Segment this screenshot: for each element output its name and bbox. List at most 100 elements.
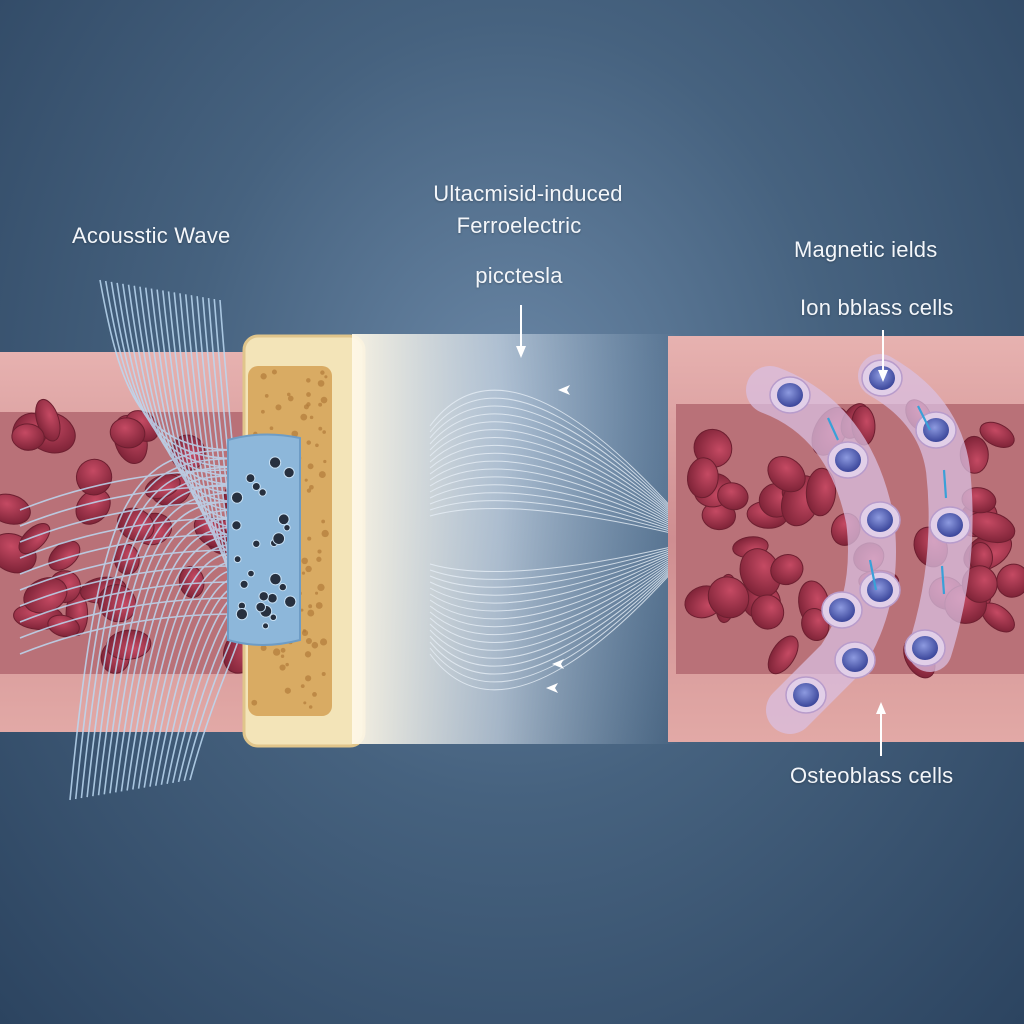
bone-pore: [317, 549, 322, 554]
cell-nucleus: [829, 598, 855, 622]
acoustic-line: [149, 569, 237, 787]
blood-cell: [717, 482, 749, 511]
field-line: [429, 444, 701, 541]
transducer-hole: [261, 622, 270, 630]
transducer-holes: [230, 456, 297, 630]
bone-pore: [261, 409, 265, 414]
bone-pore: [316, 556, 322, 562]
acoustic-line: [19, 565, 237, 607]
osteoblast-chain-right: [858, 354, 973, 672]
field-line: [429, 405, 701, 541]
transducer-hole: [284, 595, 297, 608]
osteoblast-cells-label: Osteoblass cells: [790, 763, 954, 788]
field-line: [429, 539, 701, 691]
bone-pore: [269, 426, 274, 431]
bone-pore: [304, 651, 312, 658]
ferroelectric-label-line1: Ultacmisid-induced: [433, 181, 623, 206]
blood-cell: [707, 576, 750, 619]
acoustic-line: [19, 549, 237, 591]
cell-nucleus: [777, 383, 803, 407]
bone-pore: [301, 629, 309, 637]
acoustic-line: [19, 597, 237, 639]
ion-arrow: [868, 559, 878, 591]
bone-pore: [286, 392, 291, 397]
acoustic-line: [110, 281, 237, 468]
field-line: [429, 389, 701, 541]
bone-pore: [318, 471, 326, 479]
bone-pore: [321, 671, 326, 676]
field-arrowheads: [546, 385, 570, 693]
bone-pore: [317, 583, 325, 592]
field-line: [429, 539, 701, 651]
field-line: [429, 539, 701, 675]
blood-cell: [996, 563, 1024, 598]
field-line: [429, 492, 701, 541]
ion-flow-arrows: [826, 405, 948, 595]
transducer-hole: [231, 520, 242, 531]
bone-pore: [300, 413, 308, 421]
transducer-hole: [233, 555, 242, 564]
field-line: [429, 539, 701, 667]
field-line: [429, 539, 701, 612]
field-line: [429, 539, 701, 659]
acoustic-line: [19, 469, 237, 511]
blood-cell: [767, 635, 799, 675]
bone-pore: [301, 557, 308, 565]
transducer-hole: [283, 467, 295, 479]
bone-pore: [304, 478, 308, 482]
bone-pore: [271, 369, 277, 375]
bone-pore: [300, 684, 305, 689]
bone-pore: [275, 404, 282, 411]
acoustic-line: [19, 613, 237, 655]
ion-arrow: [826, 417, 840, 441]
transducer-hole: [283, 523, 291, 532]
bone-pore: [306, 392, 311, 397]
piezo-label: picctesla: [475, 263, 563, 288]
bone-pore: [305, 638, 312, 645]
field-line: [429, 539, 701, 596]
bone-pore: [322, 430, 326, 434]
transducer-hole: [277, 513, 290, 526]
transducer-hole: [251, 482, 261, 491]
transducer-hole: [230, 491, 244, 504]
transducer-hole: [245, 473, 256, 484]
ferroelectric-transducer: [227, 433, 301, 646]
bone-pore: [287, 395, 294, 402]
acoustic-line: [143, 560, 237, 788]
blood-cell: [686, 457, 719, 499]
field-line: [429, 508, 701, 541]
bone-pore: [312, 692, 317, 697]
blood-cell: [75, 488, 111, 525]
field-line: [429, 437, 701, 541]
transducer-hole: [269, 572, 282, 586]
field-line: [429, 539, 701, 580]
bone-pore: [264, 393, 269, 398]
bone-pore: [280, 654, 285, 658]
transducer-hole: [247, 569, 255, 578]
bone-pore: [305, 565, 312, 573]
bone-pore: [307, 463, 314, 470]
ion-arrow: [917, 405, 931, 431]
field-line: [429, 500, 701, 541]
cell-nucleus: [793, 683, 819, 707]
bone-pore: [300, 608, 304, 612]
bone-pore: [309, 484, 314, 490]
ion-cells-pointer-arrow: [878, 330, 888, 382]
bone-pore: [306, 488, 312, 493]
acoustic-line: [19, 581, 237, 623]
acoustic-line: [122, 283, 237, 486]
bone-pore: [251, 699, 258, 706]
field-line: [429, 539, 701, 572]
ferroelectric-label-line2: Ferroelectric: [456, 213, 582, 238]
bone-pore: [317, 380, 325, 387]
field-line: [429, 539, 701, 628]
bone-pore: [272, 648, 281, 656]
field-line: [429, 539, 701, 643]
transducer-hole: [269, 613, 278, 622]
transducer-hole: [272, 532, 286, 545]
field-line: [429, 421, 701, 541]
piezo-pointer-arrow: [516, 305, 526, 358]
acoustic-line: [19, 533, 237, 575]
bone-pore: [285, 662, 289, 667]
